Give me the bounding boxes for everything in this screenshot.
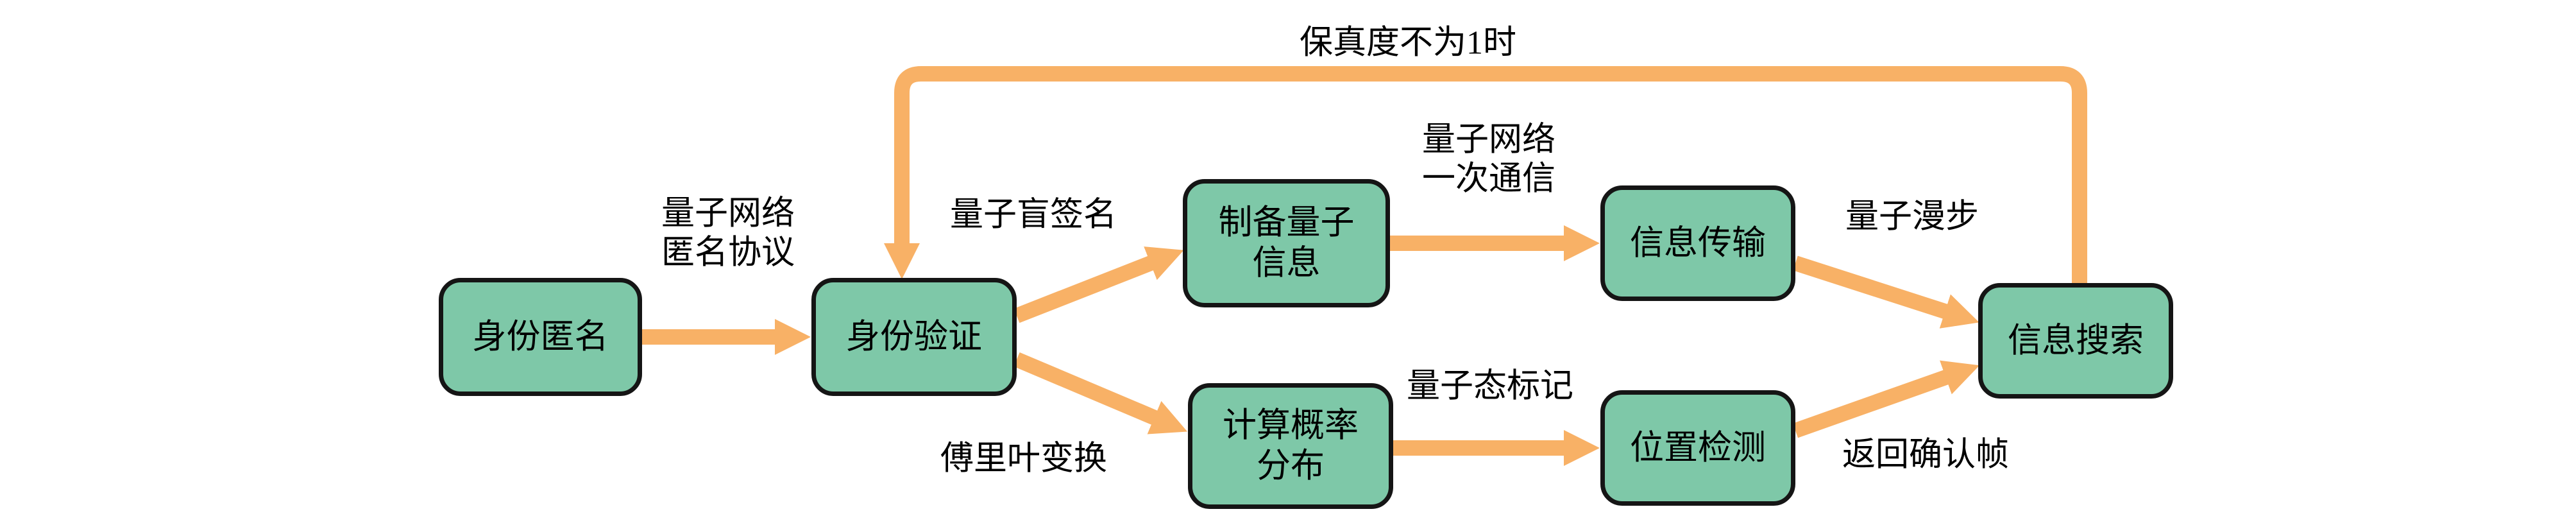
arrow-information-transmission-to-information-search [1793,255,1979,329]
arrow-feedback-information-search-to-identity-verification [884,66,2087,283]
node-position-detection-label: 位置检测 [1630,429,1766,467]
edge-label-fourier-transform: 傅里叶变换 [940,440,1108,477]
edge-label-return-acknowledgement-frame: 返回确认帧 [1842,436,2010,474]
arrow-identity-verification-to-prepare-quantum-information [1013,246,1184,323]
node-identity-anonymity-label: 身份匿名 [472,318,609,356]
edge-label-quantum-walk: 量子漫步 [1845,198,1979,236]
node-identity-verification: 身份验证 [811,278,1017,396]
node-identity-verification-label: 身份验证 [846,318,982,356]
node-information-search: 信息搜索 [1978,283,2173,399]
node-prepare-quantum-information-label: 制备量子 信息 [1218,204,1355,282]
node-information-transmission: 信息传输 [1600,185,1795,301]
node-compute-probability-distribution: 计算概率 分布 [1188,383,1393,509]
node-information-transmission-label: 信息传输 [1630,224,1766,262]
edge-label-quantum-network-anonymous-protocol: 量子网络 匿名协议 [661,195,795,271]
node-identity-anonymity: 身份匿名 [439,278,642,396]
edge-label-fidelity-not-equal-one: 保真度不为1时 [1299,24,1517,62]
node-information-search-label: 信息搜索 [2008,322,2144,359]
edge-label-quantum-state-marking: 量子态标记 [1406,368,1574,405]
node-position-detection: 位置检测 [1600,390,1795,506]
edge-label-quantum-network-one-time-communication: 量子网络 一次通信 [1421,121,1556,198]
node-prepare-quantum-information: 制备量子 信息 [1183,179,1390,307]
arrow-position-detection-to-information-search [1792,360,1980,438]
arrow-identity-verification-to-compute-probability-distribution [1013,352,1188,434]
node-compute-probability-distribution-label: 计算概率 分布 [1223,407,1359,485]
edge-label-quantum-blind-signature: 量子盲签名 [949,196,1117,234]
